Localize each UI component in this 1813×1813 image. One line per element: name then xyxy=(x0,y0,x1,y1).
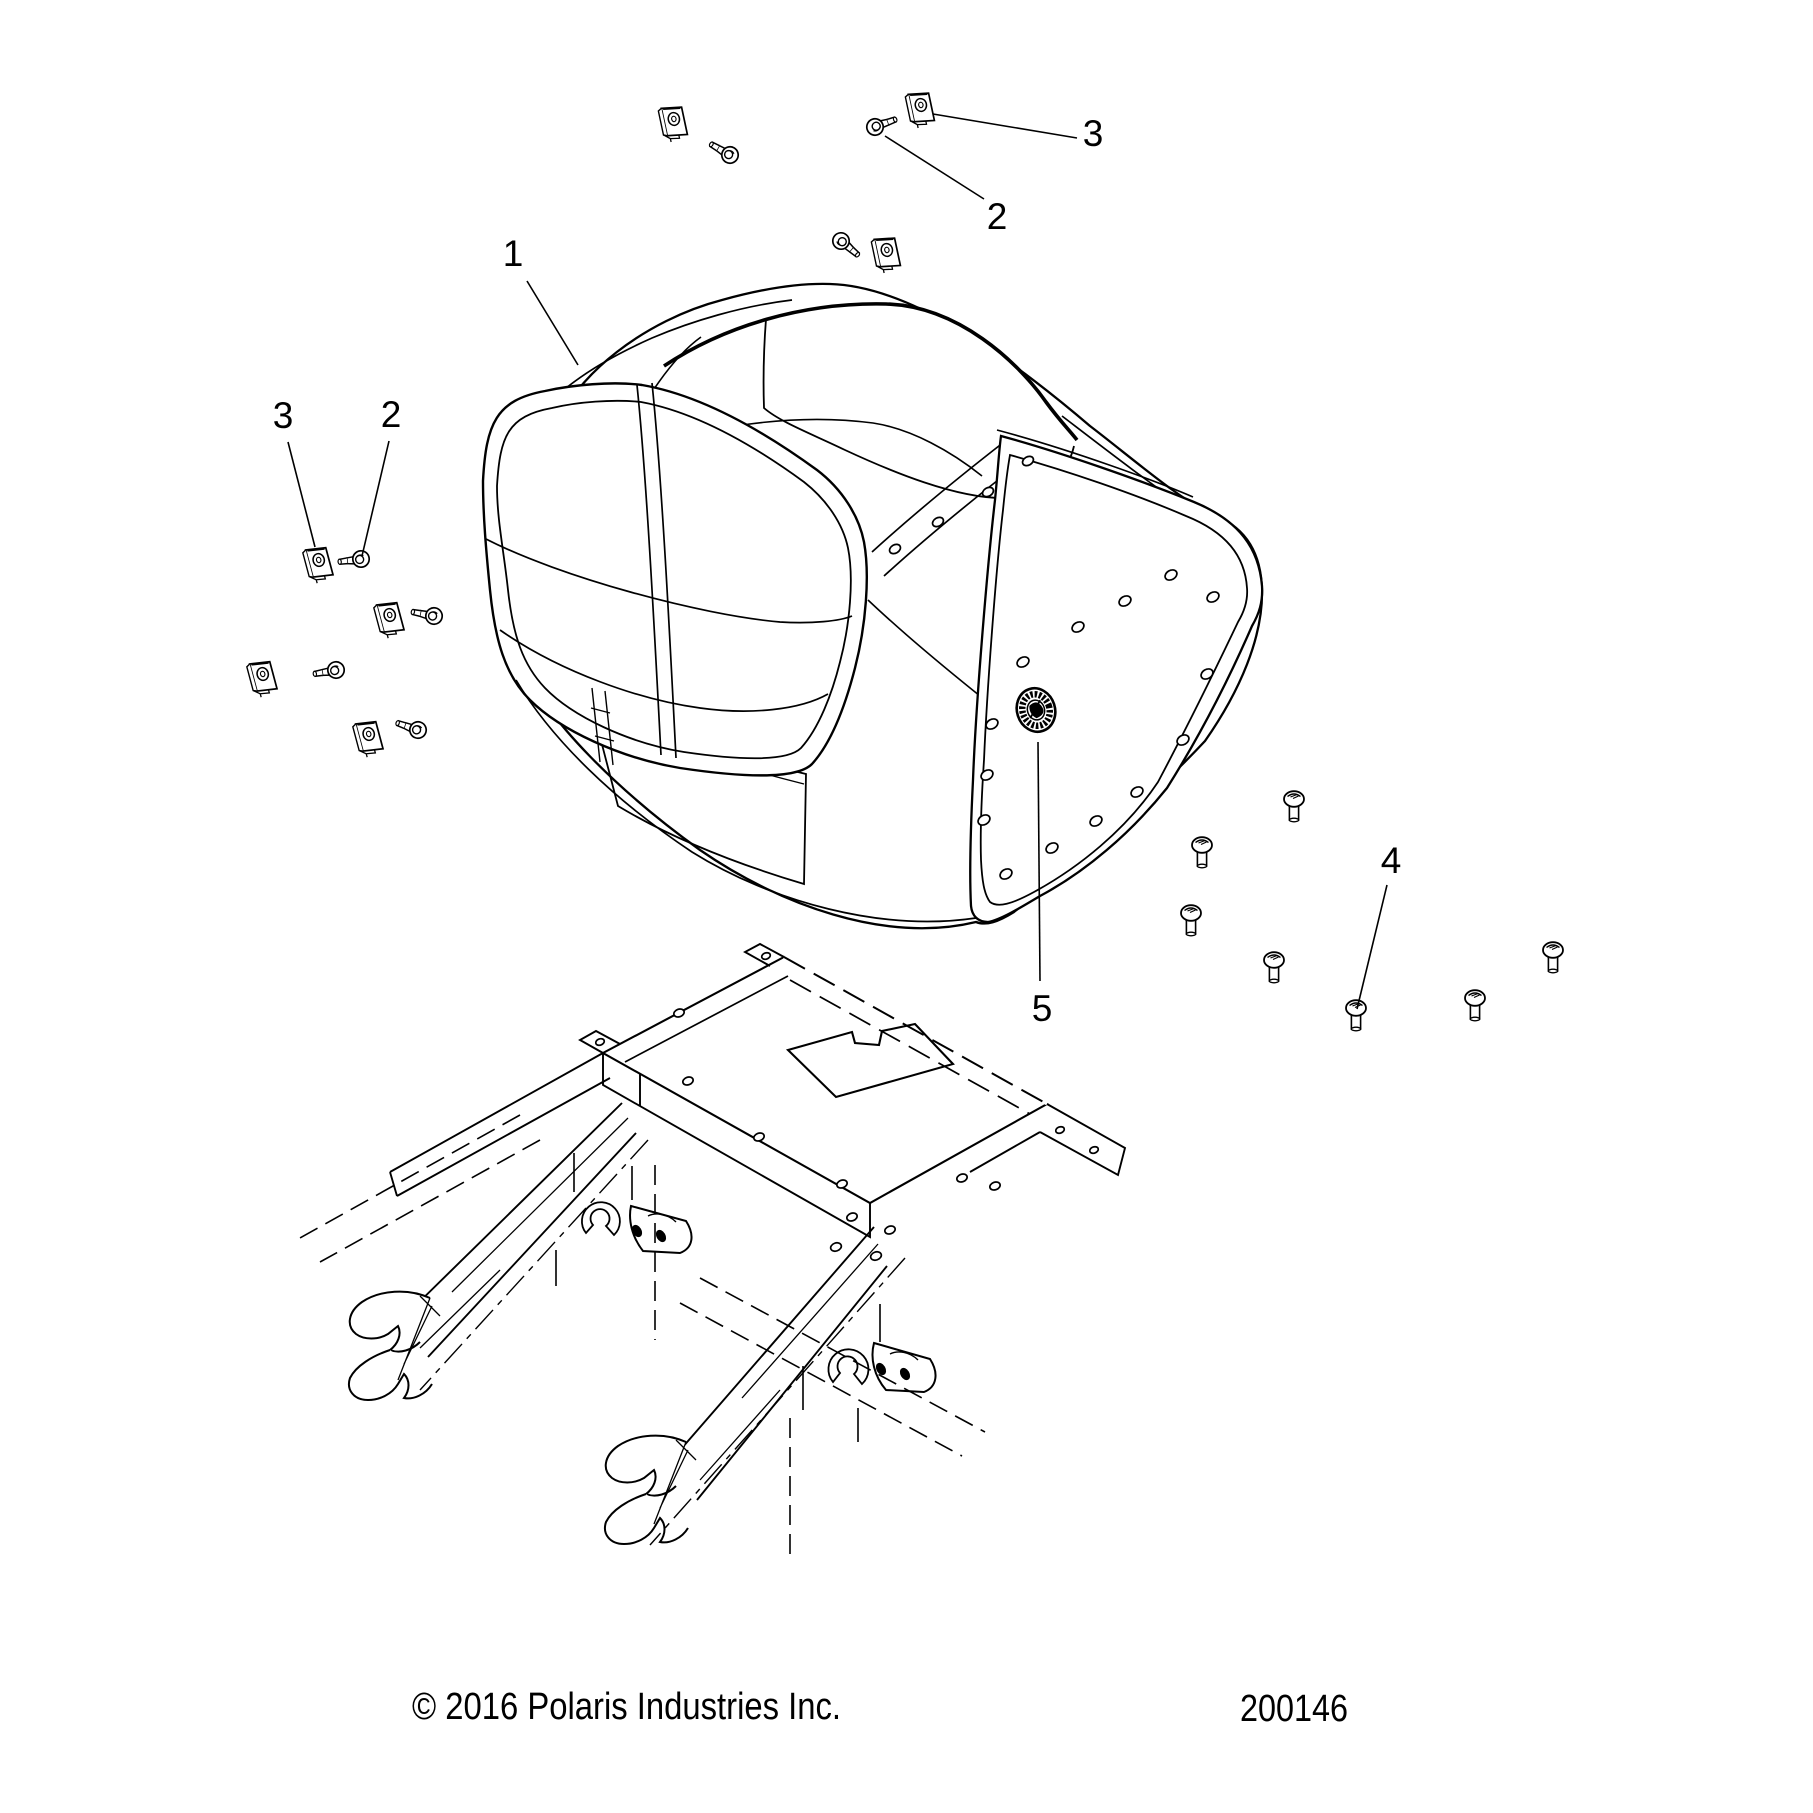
svg-text:200146: 200146 xyxy=(1240,1687,1348,1730)
svg-text:3: 3 xyxy=(1083,113,1104,154)
svg-text:2: 2 xyxy=(381,394,402,435)
svg-text:4: 4 xyxy=(1381,840,1402,881)
svg-text:2: 2 xyxy=(987,196,1008,237)
svg-text:© 2016 Polaris Industries Inc.: © 2016 Polaris Industries Inc. xyxy=(412,1685,841,1728)
svg-text:1: 1 xyxy=(503,233,524,274)
svg-text:3: 3 xyxy=(273,395,294,436)
svg-text:5: 5 xyxy=(1032,988,1053,1029)
